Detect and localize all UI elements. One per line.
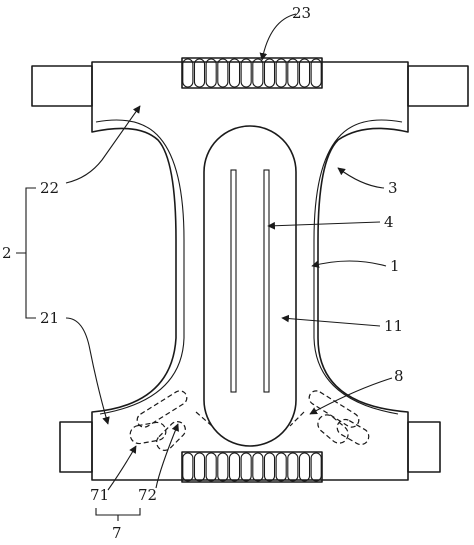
absorbent-core xyxy=(203,125,297,447)
waistband-pleat xyxy=(275,58,287,88)
leader-21 xyxy=(65,317,110,425)
leader-71 xyxy=(107,445,137,491)
label-1: 1 xyxy=(390,257,400,275)
label-3: 3 xyxy=(388,179,398,197)
label-7: 7 xyxy=(112,524,122,542)
bottom-waistband xyxy=(181,451,323,483)
waistband-pleat xyxy=(182,58,194,88)
left-upper-tab xyxy=(31,65,93,107)
waistband-pleat xyxy=(252,452,264,482)
diaper-outline xyxy=(91,61,409,481)
right-upper-tab xyxy=(407,65,469,107)
waistband-pleat xyxy=(240,58,252,88)
label-4: 4 xyxy=(384,213,394,231)
waistband-frame xyxy=(181,451,323,483)
left-leg-cuff xyxy=(95,119,185,415)
waistband-pleat xyxy=(217,452,229,482)
waistband-pleat xyxy=(263,58,276,88)
label-72: 72 xyxy=(138,486,157,504)
waistband-pleat xyxy=(205,58,217,88)
leader-4 xyxy=(267,221,381,230)
waistband-pleat xyxy=(217,58,229,88)
waistband-pleat xyxy=(193,58,206,88)
waistband-pleat xyxy=(240,452,252,482)
waistband-pleat xyxy=(182,452,194,482)
leader-22 xyxy=(65,105,141,184)
waistband-pleat xyxy=(298,452,311,482)
waistband-pleat xyxy=(193,452,206,482)
waistband-pleat xyxy=(263,452,276,482)
waistband-pleat xyxy=(228,58,241,88)
waistband-pleat xyxy=(287,58,299,88)
waistband-pleat xyxy=(298,58,311,88)
label-71: 71 xyxy=(90,486,109,504)
left-dashed-elements xyxy=(129,390,213,451)
right-dashed-elements xyxy=(289,390,370,446)
label-8: 8 xyxy=(394,367,404,385)
label-23: 23 xyxy=(292,4,311,22)
waistband-pleat xyxy=(310,58,322,88)
right-leg-cuff xyxy=(313,119,403,415)
leader-72 xyxy=(155,423,179,489)
waistband-pleat xyxy=(310,452,322,482)
waistband-pleat xyxy=(252,58,264,88)
waistband-frame xyxy=(181,57,323,89)
leader-3 xyxy=(337,167,385,189)
waistband-pleat xyxy=(205,452,217,482)
label-22: 22 xyxy=(40,179,59,197)
waistband-pleat xyxy=(228,452,241,482)
label-2: 2 xyxy=(2,244,12,262)
leader-1 xyxy=(311,260,387,268)
waistband-pleat xyxy=(275,452,287,482)
leader-23 xyxy=(259,13,297,61)
right-lower-tab xyxy=(407,421,441,473)
left-lower-tab xyxy=(59,421,93,473)
leader-11 xyxy=(281,314,381,327)
label-11: 11 xyxy=(384,317,403,335)
waistband-pleat xyxy=(287,452,299,482)
bracket-7 xyxy=(95,508,141,521)
leader-8 xyxy=(309,377,393,415)
bracket-2 xyxy=(16,187,36,319)
top-waistband xyxy=(181,57,323,89)
label-21: 21 xyxy=(40,309,59,327)
left-channel xyxy=(230,169,237,393)
right-channel xyxy=(263,169,270,393)
